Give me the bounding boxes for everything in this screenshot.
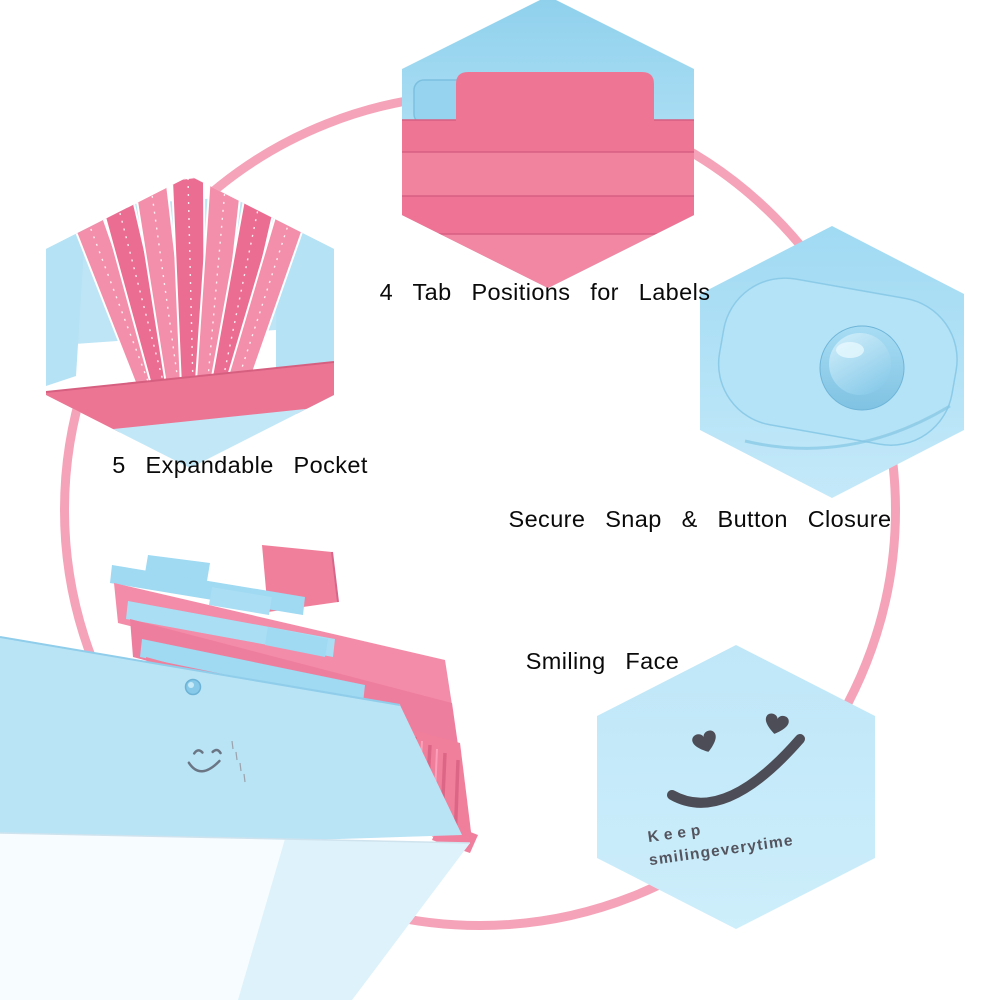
label-smiling-face: Smiling Face — [525, 648, 680, 674]
label-button-closure: Secure Snap & Button Closure — [508, 506, 892, 532]
smile-mouth — [667, 734, 805, 808]
front-pocket-edge — [46, 362, 334, 440]
heart-eye-left — [692, 730, 716, 752]
smiley-face-icon — [667, 713, 805, 808]
hexagon-button-closure-photo — [700, 226, 964, 498]
folder-front-cover — [0, 637, 462, 850]
folder-product-photo — [0, 545, 478, 1000]
closure-illustration — [700, 226, 964, 498]
expandable-pocket-illustration — [46, 176, 334, 468]
heart-eye-right — [765, 713, 789, 734]
cover-smiley-print — [187, 748, 222, 773]
label-expandable-pocket: 5 Expandable Pocket — [112, 452, 368, 478]
hexagon-expandable-pocket-photo — [46, 176, 334, 468]
label-tab-positions: 4 Tab Positions for Labels — [379, 279, 711, 305]
cover-print-text-marks — [231, 740, 246, 783]
